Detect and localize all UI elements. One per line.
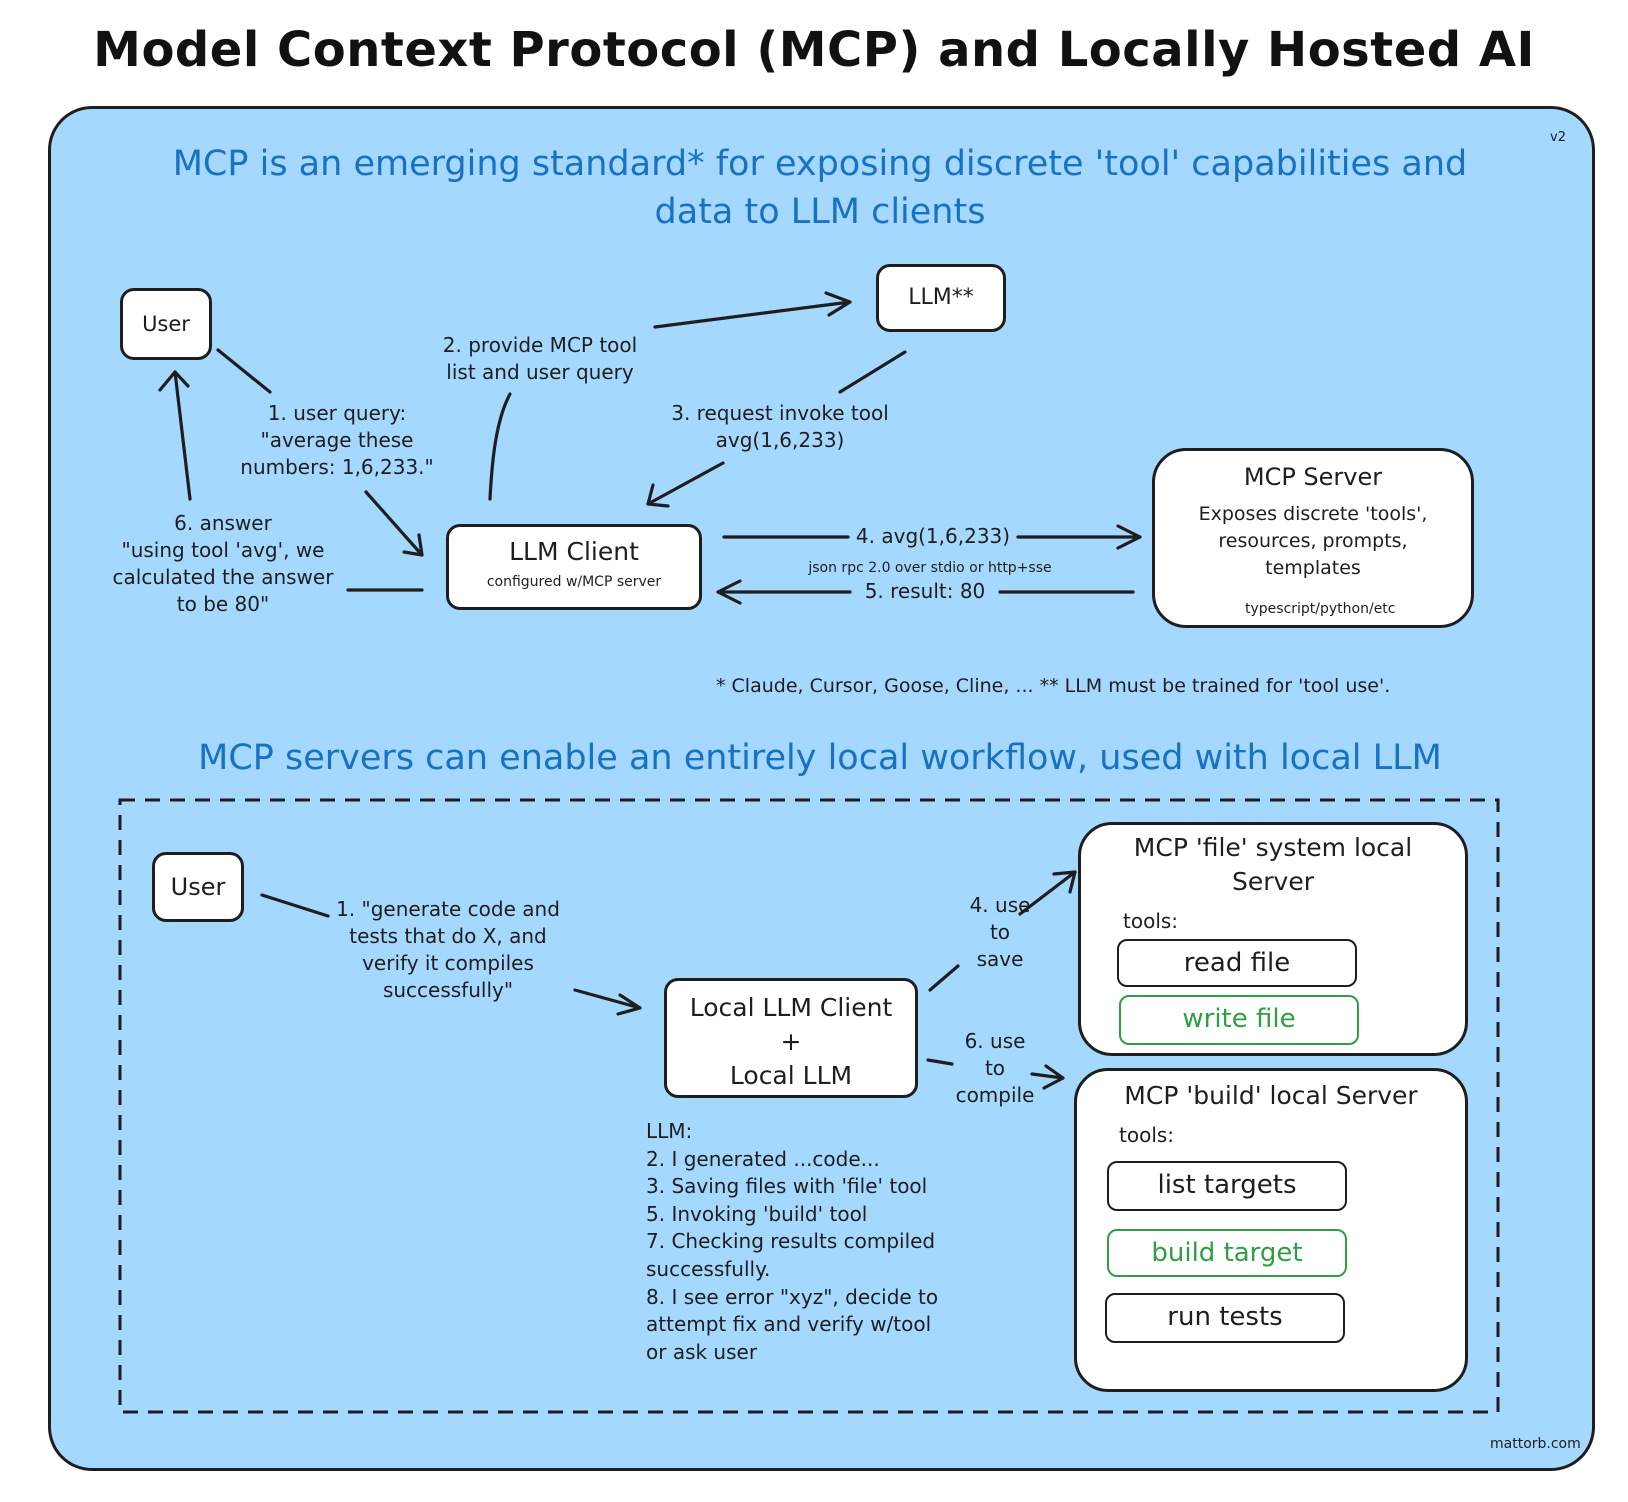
llm-box: LLM**: [876, 264, 1006, 332]
arrow-step1-to-local-client: [573, 988, 642, 1016]
step2-line: 2. provide MCP tool: [442, 333, 638, 357]
step6-line: to be 80": [176, 592, 270, 616]
llm-log-line: 3. Saving files with 'file' tool: [646, 1174, 928, 1199]
step6-line: "using tool 'avg', we: [121, 538, 325, 562]
footnote: * Claude, Cursor, Goose, Cline, ... ** L…: [716, 675, 1391, 697]
file-server-box: MCP 'file' system local Server tools: re…: [1078, 822, 1468, 1056]
step2-line: list and user query: [446, 360, 634, 384]
mcp-server-desc-line: templates: [1265, 557, 1361, 579]
build-target-tool: build target: [1107, 1229, 1347, 1277]
top-heading-line-1: MCP is an emerging standard* for exposin…: [172, 144, 1468, 184]
local-step4-line: to: [989, 920, 1011, 944]
local-step4-line: 4. use: [969, 893, 1031, 917]
arrow-client-to-build-server: [926, 1058, 1065, 1090]
local-step6-line: 6. use: [964, 1029, 1026, 1053]
local-step6-line: to: [984, 1056, 1006, 1080]
mcp-server-box: MCP Server Exposes discrete 'tools', res…: [1152, 448, 1474, 628]
mcp-server-desc-line: resources, prompts,: [1218, 530, 1408, 552]
local-step1-line: tests that do X, and: [349, 924, 547, 948]
bottom-heading: MCP servers can enable an entirely local…: [198, 738, 1442, 778]
local-client-box: Local LLM Client + Local LLM: [664, 978, 918, 1098]
step3-line: 3. request invoke tool: [671, 401, 889, 425]
llm-log-line: 5. Invoking 'build' tool: [646, 1201, 868, 1226]
connector-user-to-step1-local: [260, 893, 330, 918]
build-tools-label: tools:: [1119, 1123, 1175, 1147]
local-step1-line: 1. "generate code and: [336, 897, 560, 921]
step1-line: numbers: 1,6,233.": [240, 455, 434, 479]
file-tools-label: tools:: [1123, 909, 1179, 933]
llm-log-line: LLM:: [646, 1119, 693, 1143]
local-step1-line: verify it compiles: [362, 951, 534, 975]
build-server-box: MCP 'build' local Server tools: list tar…: [1074, 1068, 1468, 1392]
file-server-title-line: Server: [1232, 867, 1314, 896]
llm-client-label: LLM Client: [509, 537, 639, 566]
user-box: User: [120, 288, 212, 360]
page-title: Model Context Protocol (MCP) and Locally…: [93, 22, 1535, 78]
top-heading-line-2: data to LLM clients: [654, 192, 986, 232]
mcp-server-label: MCP Server: [1243, 463, 1383, 491]
connector-client-to-step2: [488, 392, 512, 501]
local-step6-label: 6. use to compile: [945, 1028, 1045, 1109]
local-user-box: User: [152, 852, 244, 922]
local-step4-label: 4. use to save: [950, 892, 1050, 973]
local-client-line: Local LLM Client: [689, 993, 893, 1022]
llm-label: LLM**: [908, 285, 974, 310]
local-step6-line: compile: [955, 1083, 1035, 1107]
step2-label: 2. provide MCP tool list and user query: [425, 332, 655, 386]
step4-label: 4. avg(1,6,233): [855, 524, 1011, 548]
llm-log-line: 7. Checking results compiled: [646, 1229, 936, 1254]
local-client-line: Local LLM: [729, 1061, 853, 1090]
llm-client-sublabel: configured w/MCP server: [486, 574, 662, 590]
local-step1-label: 1. "generate code and tests that do X, a…: [318, 896, 578, 1004]
local-boundary: [118, 798, 1500, 1414]
list-targets-tool: list targets: [1107, 1161, 1347, 1211]
step3-line: avg(1,6,233): [715, 428, 845, 452]
arrow-step2-to-llm: [653, 291, 852, 329]
mcp-server-languages: typescript/python/etc: [1245, 601, 1396, 617]
mcp-server-desc-line: Exposes discrete 'tools',: [1198, 503, 1428, 525]
file-server-title-line: MCP 'file' system local: [1133, 833, 1413, 862]
step6-line: 6. answer: [174, 511, 272, 535]
llm-log: LLM: 2. I generated ...code... 3. Saving…: [646, 1118, 938, 1366]
arrow-answer-to-user: [158, 370, 192, 501]
arrow-step3-to-client: [646, 461, 725, 508]
step5-label: 5. result: 80: [864, 579, 986, 603]
read-file-tool: read file: [1117, 939, 1357, 987]
step1-label: 1. user query: "average these numbers: 1…: [222, 400, 452, 481]
step1-line: 1. user query:: [267, 401, 407, 425]
llm-log-line: or ask user: [646, 1339, 758, 1364]
connector-user-to-step1: [216, 348, 272, 394]
llm-client-box: LLM Client configured w/MCP server: [446, 524, 702, 610]
write-file-tool: write file: [1119, 995, 1359, 1045]
local-client-line: +: [780, 1027, 802, 1056]
credit-label: mattorb.com: [1490, 1436, 1581, 1452]
step3-label: 3. request invoke tool avg(1,6,233): [650, 400, 910, 454]
run-tests-tool: run tests: [1105, 1293, 1345, 1343]
local-step1-line: successfully": [382, 978, 514, 1002]
local-step4-line: save: [976, 947, 1024, 971]
llm-log-line: successfully.: [646, 1256, 771, 1281]
user-label: User: [142, 312, 190, 336]
llm-log-line: 2. I generated ...code...: [646, 1146, 880, 1171]
arrow-client-to-file-server: [928, 870, 1077, 992]
arrow-step4-to-server: [722, 524, 1142, 550]
top-heading: MCP is an emerging standard* for exposin…: [60, 140, 1580, 236]
local-user-label: User: [170, 873, 226, 901]
llm-log-line: 8. I see error "xyz", decide to: [646, 1284, 939, 1309]
llm-log-line: attempt fix and verify w/tool: [646, 1312, 932, 1337]
arrow-step5-to-client: [716, 579, 1135, 605]
transport-label: json rpc 2.0 over stdio or http+sse: [808, 560, 1052, 576]
connector-llm-to-step3: [838, 350, 907, 394]
step6-line: calculated the answer: [112, 565, 334, 589]
step1-line: "average these: [260, 428, 414, 452]
version-label: v2: [1550, 130, 1566, 145]
arrow-step1-to-client: [364, 490, 424, 557]
build-server-title: MCP 'build' local Server: [1124, 1081, 1418, 1110]
step6-label: 6. answer "using tool 'avg', we calculat…: [98, 510, 348, 618]
